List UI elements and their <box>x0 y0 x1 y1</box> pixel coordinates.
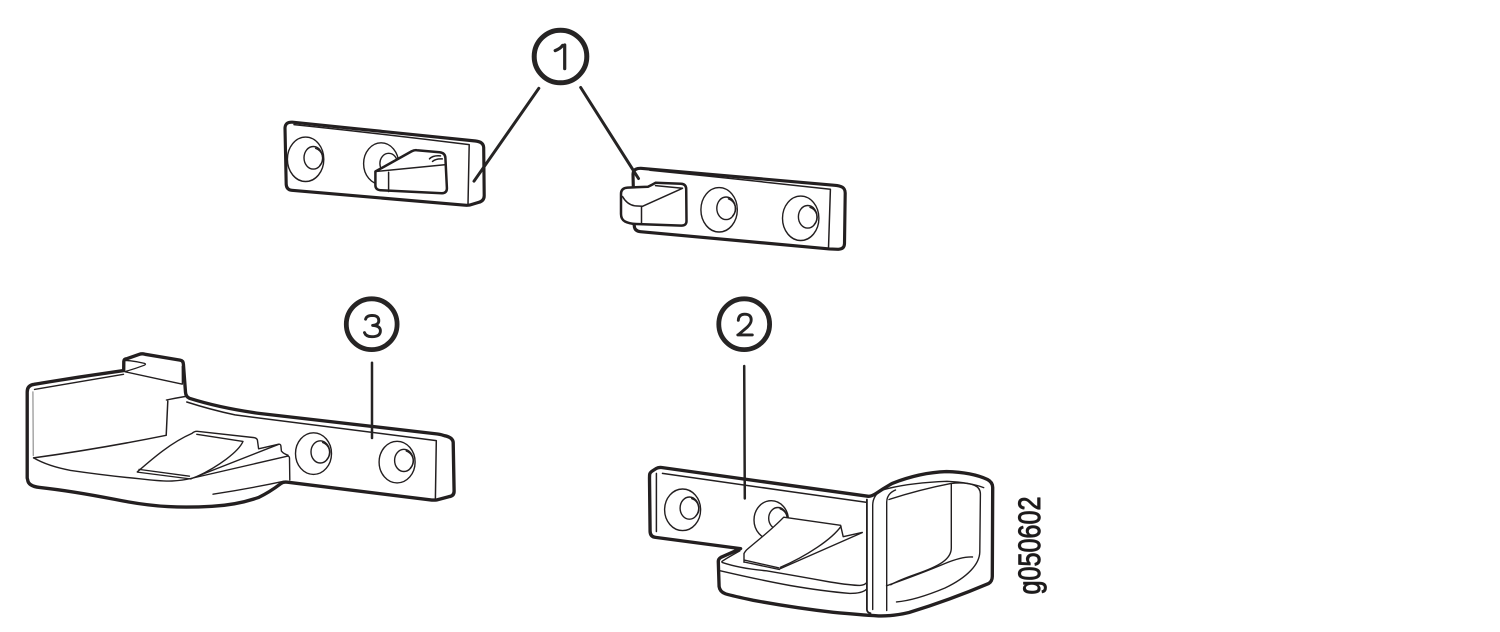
svg-text:g050602: g050602 <box>1012 497 1047 595</box>
